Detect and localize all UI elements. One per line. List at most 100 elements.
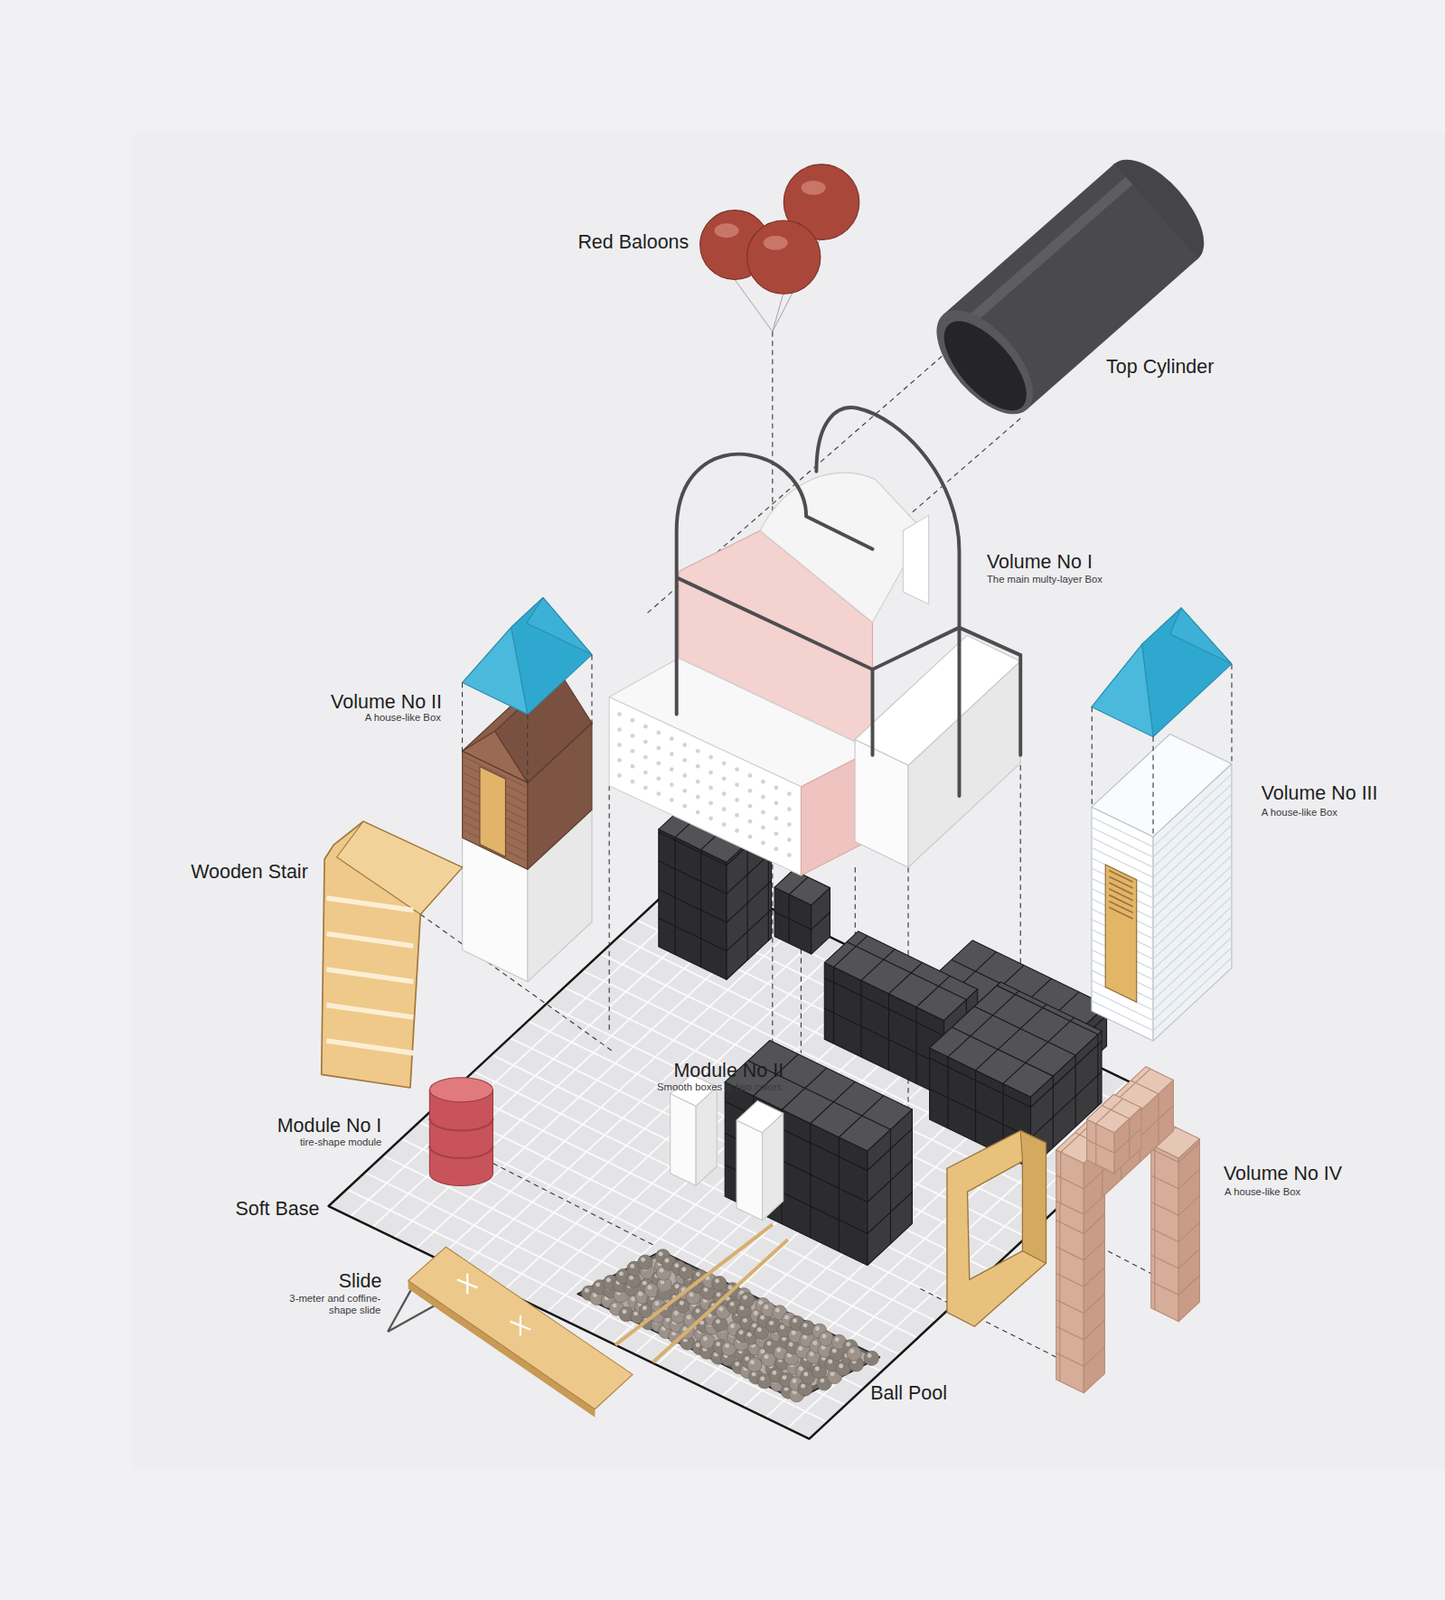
ball-highlight [640, 1257, 646, 1263]
guide-line [492, 1163, 653, 1246]
pink-module-top [1087, 1094, 1142, 1133]
pool-rod [653, 1239, 789, 1363]
perforation [708, 801, 714, 807]
perforation [617, 742, 622, 748]
perforation [643, 755, 648, 761]
perforation [630, 718, 636, 723]
ball-highlight [703, 1336, 708, 1342]
ball-highlight [802, 1335, 807, 1341]
perforation [748, 804, 753, 809]
perforation [630, 764, 636, 770]
ball-highlight [769, 1321, 774, 1326]
door-slat [1108, 871, 1133, 883]
guide-line [591, 655, 592, 727]
module-cube-grid [889, 962, 923, 995]
pink-module-grid [1056, 1220, 1085, 1235]
perforation [748, 819, 753, 825]
module-cube-grid [929, 1058, 1032, 1108]
siding-line [1091, 816, 1154, 847]
perforation [669, 736, 675, 742]
module-cube-grid [861, 949, 895, 982]
module-cube-grid [658, 832, 727, 865]
balloon-highlight [763, 235, 789, 251]
stair-tread [326, 1005, 413, 1019]
ball-highlight [812, 1341, 817, 1346]
pink-module-face [1178, 1138, 1200, 1322]
perforation [656, 791, 661, 797]
sub-label: tire-shape module [300, 1136, 382, 1148]
module-cube-grid [916, 975, 950, 1008]
ball-highlight [654, 1301, 659, 1306]
pink-module-grid [1056, 1326, 1085, 1341]
roof [1170, 608, 1232, 665]
part-label: Wooden Stair [190, 862, 309, 884]
module-cube-grid [915, 1007, 917, 1085]
ball-highlight [606, 1277, 611, 1283]
pink-module-face [1056, 1201, 1084, 1393]
part-label: Volume No IV [1223, 1163, 1342, 1186]
ball-highlight [832, 1349, 837, 1354]
pink-module-grid [1083, 1240, 1105, 1261]
ball [712, 1276, 727, 1291]
perforation [682, 804, 687, 809]
pink-module-grid [1178, 1196, 1200, 1217]
perforation [734, 767, 740, 772]
ball-highlight [695, 1342, 701, 1348]
sub-label: Smooth boxes in two colors [656, 1081, 782, 1093]
white-module-face [670, 1094, 696, 1187]
base-tile-line [491, 1054, 973, 1288]
balloon-string [772, 291, 784, 332]
roof [462, 628, 528, 715]
perforation [682, 758, 687, 763]
perforation [643, 786, 648, 791]
ball-highlight [622, 1309, 628, 1314]
white-module-grid [762, 1144, 784, 1164]
ball-highlight [679, 1301, 685, 1306]
pink-module-grid [1087, 1140, 1116, 1155]
perforation [760, 841, 766, 846]
pink-module-grid [1083, 1320, 1105, 1341]
siding-line [1153, 774, 1232, 848]
sub-label: The main multy-layer Box [986, 573, 1103, 585]
perforation [669, 782, 675, 788]
perforation [734, 813, 740, 818]
ball-highlight [835, 1337, 840, 1342]
ball-highlight [781, 1375, 787, 1380]
ball-highlight [715, 1341, 721, 1347]
pink-module-grid [1130, 1080, 1159, 1095]
part-label: Ball Pool [870, 1383, 948, 1406]
ball-highlight [584, 1288, 590, 1294]
ball-highlight [642, 1281, 648, 1286]
curved-sheet [760, 472, 924, 623]
ball-highlight [792, 1379, 798, 1384]
guide-line [609, 786, 610, 1032]
pink-module-grid [1096, 1098, 1124, 1125]
guide-line [1152, 736, 1154, 835]
module-cube-grid [867, 1191, 913, 1234]
ball-highlight [638, 1292, 643, 1297]
slide-marking [519, 1315, 522, 1337]
white-module-grid [695, 1140, 717, 1161]
ball-highlight [686, 1315, 692, 1321]
ball-highlight [681, 1267, 686, 1273]
ball-highlight [750, 1360, 755, 1365]
perforation [643, 770, 648, 776]
steel-frame [676, 407, 1022, 797]
module-cube-grid [1003, 1017, 1075, 1084]
module-cube-grid [1031, 1041, 1103, 1108]
white-module-grid [736, 1179, 762, 1192]
ball-highlight [827, 1360, 833, 1365]
roof [1142, 608, 1232, 738]
ball-highlight [791, 1331, 797, 1336]
perforation [682, 773, 687, 779]
perforation [734, 782, 740, 788]
door-slat [1108, 907, 1133, 920]
pink-module-face [1083, 1195, 1105, 1394]
siding-line [1153, 805, 1232, 879]
perforation [630, 733, 636, 739]
pink-module-grid [1056, 1300, 1085, 1314]
scene [132, 132, 1445, 1471]
perforation [656, 776, 661, 781]
perforation [774, 846, 779, 852]
